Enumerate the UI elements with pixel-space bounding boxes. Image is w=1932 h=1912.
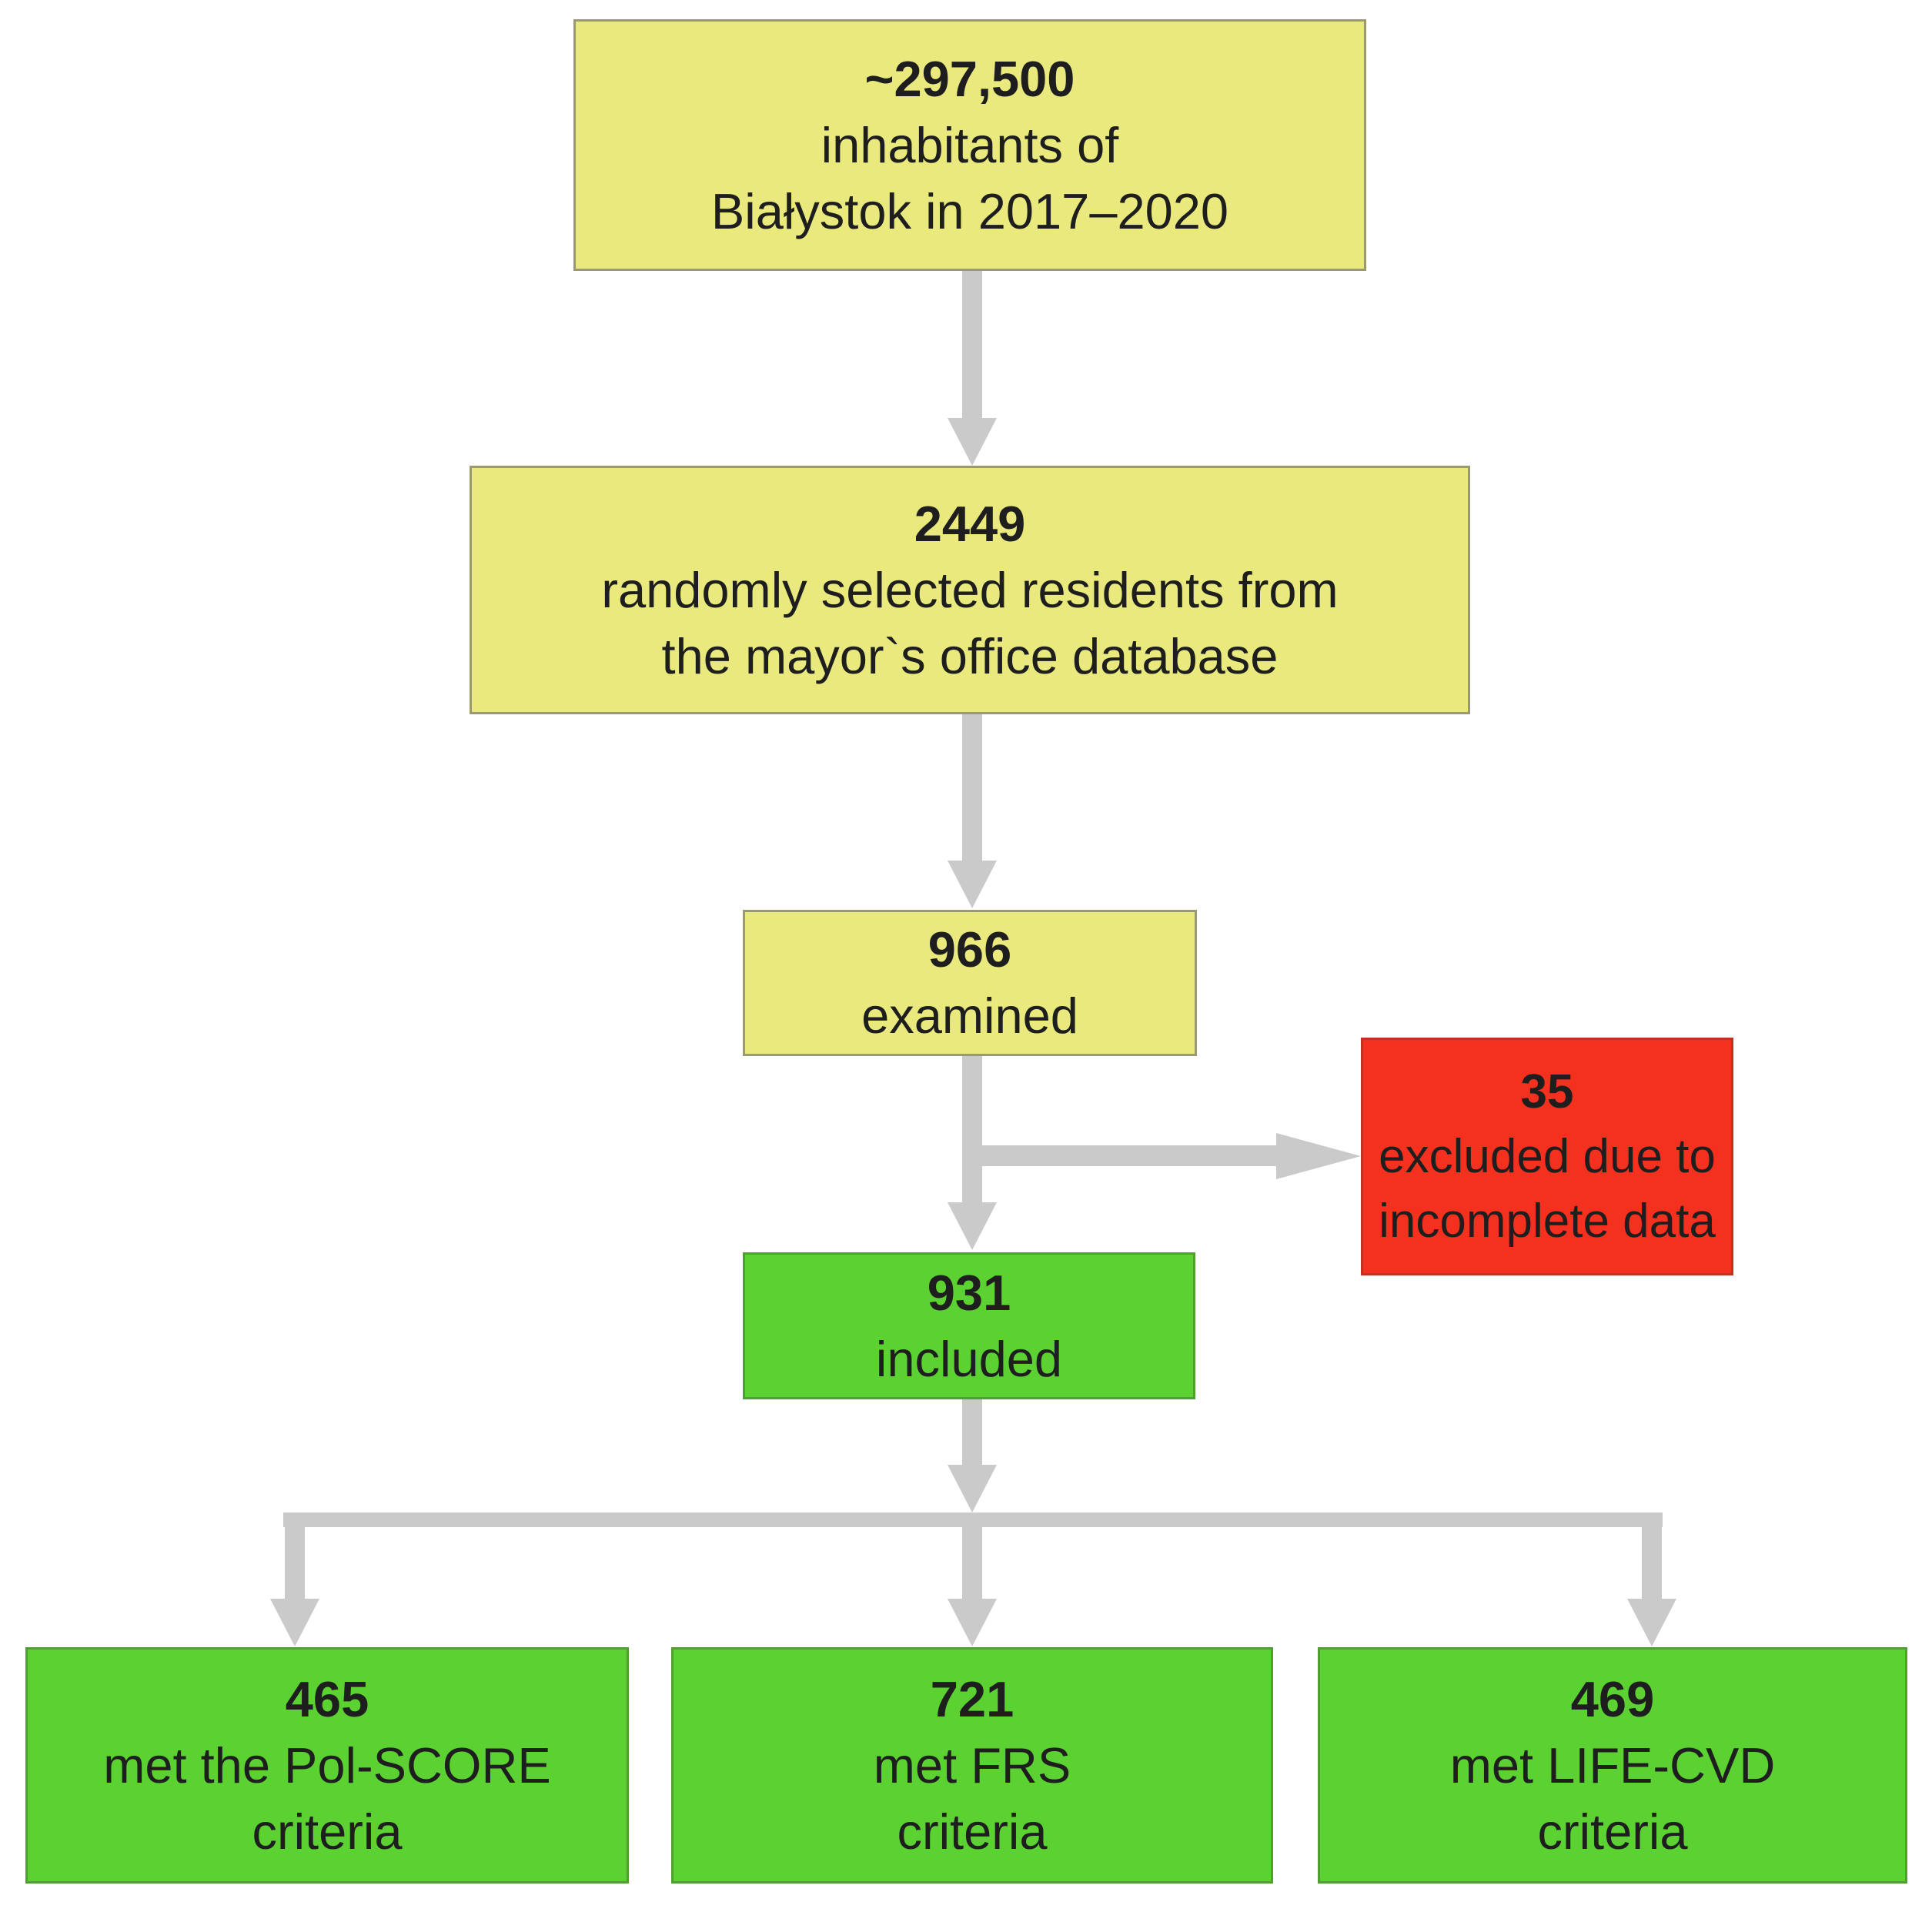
node-frs-text2: criteria bbox=[897, 1803, 1048, 1860]
node-excluded-text2: incomplete data bbox=[1379, 1194, 1716, 1248]
arrow-examined-to-excluded-shaft bbox=[972, 1145, 1276, 1166]
arrow-branch-to-life-cvd-head bbox=[1627, 1599, 1676, 1646]
arrow-branch-to-life-cvd-shaft bbox=[1642, 1527, 1662, 1599]
arrow-population-to-selected-shaft bbox=[962, 271, 982, 418]
node-excluded-text: excluded due to bbox=[1379, 1129, 1716, 1183]
node-pol-score-count: 465 bbox=[285, 1670, 369, 1727]
node-selected-count: 2449 bbox=[914, 495, 1026, 552]
node-included: 931 included bbox=[743, 1252, 1195, 1399]
node-included-text: included bbox=[875, 1330, 1063, 1387]
branch-line bbox=[283, 1513, 1663, 1527]
arrow-included-to-branch-shaft bbox=[962, 1399, 982, 1465]
arrow-branch-to-frs-head bbox=[948, 1599, 997, 1646]
node-included-count: 931 bbox=[927, 1264, 1011, 1321]
node-examined: 966 examined bbox=[743, 910, 1197, 1056]
node-frs: 721 met FRS criteria bbox=[671, 1647, 1273, 1884]
node-population: ~297,500 inhabitants of Białystok in 201… bbox=[573, 19, 1366, 271]
node-selected-text: randomly selected residents from bbox=[601, 561, 1339, 618]
node-frs-count: 721 bbox=[930, 1670, 1014, 1727]
node-selected: 2449 randomly selected residents from th… bbox=[470, 466, 1470, 714]
node-life-cvd-text: met LIFE-CVD bbox=[1449, 1737, 1776, 1793]
node-population-text: inhabitants of bbox=[821, 116, 1119, 173]
arrow-selected-to-examined-head bbox=[948, 861, 997, 908]
arrow-branch-to-pol-score-shaft bbox=[285, 1527, 305, 1599]
node-selected-text2: the mayor`s office database bbox=[661, 627, 1279, 684]
arrow-branch-to-pol-score-head bbox=[270, 1599, 319, 1646]
node-life-cvd-count: 469 bbox=[1570, 1670, 1655, 1727]
arrow-population-to-selected-head bbox=[948, 418, 997, 466]
arrow-examined-to-included-shaft bbox=[962, 1056, 982, 1202]
node-pol-score-text: met the Pol-SCORE bbox=[103, 1737, 551, 1793]
node-frs-text: met FRS bbox=[873, 1737, 1071, 1793]
arrow-examined-to-excluded-head bbox=[1276, 1133, 1361, 1179]
arrow-selected-to-examined-shaft bbox=[962, 714, 982, 861]
node-pol-score: 465 met the Pol-SCORE criteria bbox=[25, 1647, 629, 1884]
node-population-count: ~297,500 bbox=[864, 50, 1075, 107]
node-life-cvd: 469 met LIFE-CVD criteria bbox=[1318, 1647, 1907, 1884]
arrow-examined-to-included-head bbox=[948, 1202, 997, 1250]
node-excluded: 35 excluded due to incomplete data bbox=[1361, 1038, 1733, 1275]
node-examined-text: examined bbox=[861, 988, 1078, 1044]
arrow-branch-to-frs-shaft bbox=[962, 1527, 982, 1599]
node-population-text2: Białystok in 2017–2020 bbox=[710, 182, 1229, 239]
node-examined-count: 966 bbox=[928, 921, 1012, 978]
node-pol-score-text2: criteria bbox=[252, 1803, 403, 1860]
node-excluded-count: 35 bbox=[1520, 1065, 1574, 1118]
arrow-included-to-branch-head bbox=[948, 1465, 997, 1513]
node-life-cvd-text2: criteria bbox=[1537, 1803, 1688, 1860]
